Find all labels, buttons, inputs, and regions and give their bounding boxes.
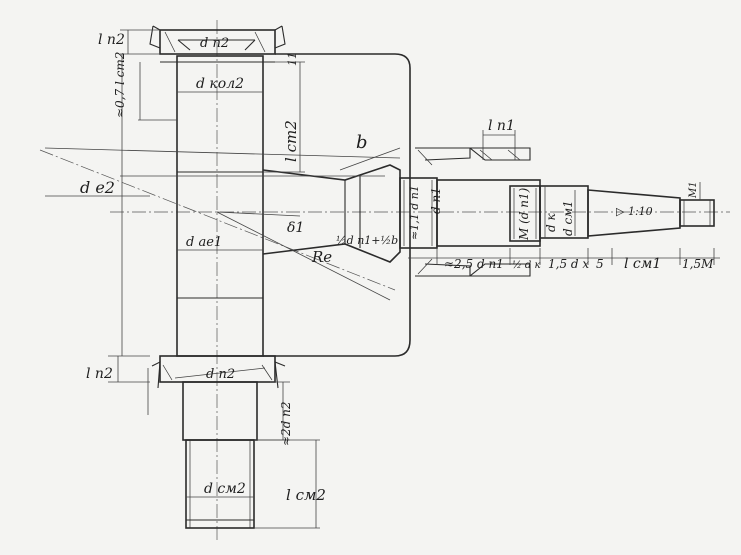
bevel-gear <box>44 147 401 301</box>
label-half-dim: ½d п1+½b <box>336 234 398 247</box>
center-lines <box>39 20 730 540</box>
label-b: b <box>356 132 368 153</box>
label-l-p2-bot: l п2 <box>86 366 113 382</box>
label-delta1: δ1 <box>287 220 304 236</box>
label-d-ae1: d ае1 <box>186 235 222 250</box>
label-l-cm1: l см1 <box>624 256 661 272</box>
label-l-st2-small: ≈0,7 l ст2 <box>113 52 127 118</box>
label-d-p2-top: d п2 <box>200 36 229 51</box>
label-dim-11: 11 <box>286 52 299 66</box>
label-l-25: ≈2,5 d п1 <box>444 257 504 271</box>
label-taper: ▷ 1:10 <box>616 205 653 218</box>
label-M-dp1: M (d п1) <box>517 187 531 241</box>
label-d-p2-bot: d п2 <box>206 367 235 382</box>
label-l-p1: l п1 <box>488 118 515 134</box>
label-l-st2: l ст2 <box>282 120 300 162</box>
label-dim-5: 5 <box>596 257 604 271</box>
label-l-p2-top: l п2 <box>98 32 125 48</box>
dimension-labels: l п2 d п2 11 ≈0,7 l ст2 d кол2 l ст2 l п… <box>80 32 714 504</box>
label-l-cm2: l см2 <box>286 486 326 504</box>
label-half-dk: ½ d к <box>512 260 540 271</box>
label-d-p1-b: d п1 <box>429 187 443 214</box>
label-M1: M1 <box>688 181 699 199</box>
label-l-28: ≈2d п2 <box>279 401 293 446</box>
dimension-lines <box>45 29 720 529</box>
label-d-kol2: d кол2 <box>196 76 244 92</box>
label-d-k: d к <box>544 213 558 232</box>
label-l-15dx: 1,5 d x <box>548 257 589 271</box>
label-d-p1-a: ≈1,1 d п1 <box>408 185 421 240</box>
label-dim-15M: 1,5M <box>682 257 714 271</box>
pinion-shaft <box>399 140 715 285</box>
label-R-e: Re <box>311 248 332 266</box>
vertical-shaft <box>149 25 411 529</box>
label-d-cm2: d см2 <box>204 481 246 497</box>
label-d-cm1: d см1 <box>561 200 575 236</box>
label-d-e2: d e2 <box>80 178 115 197</box>
